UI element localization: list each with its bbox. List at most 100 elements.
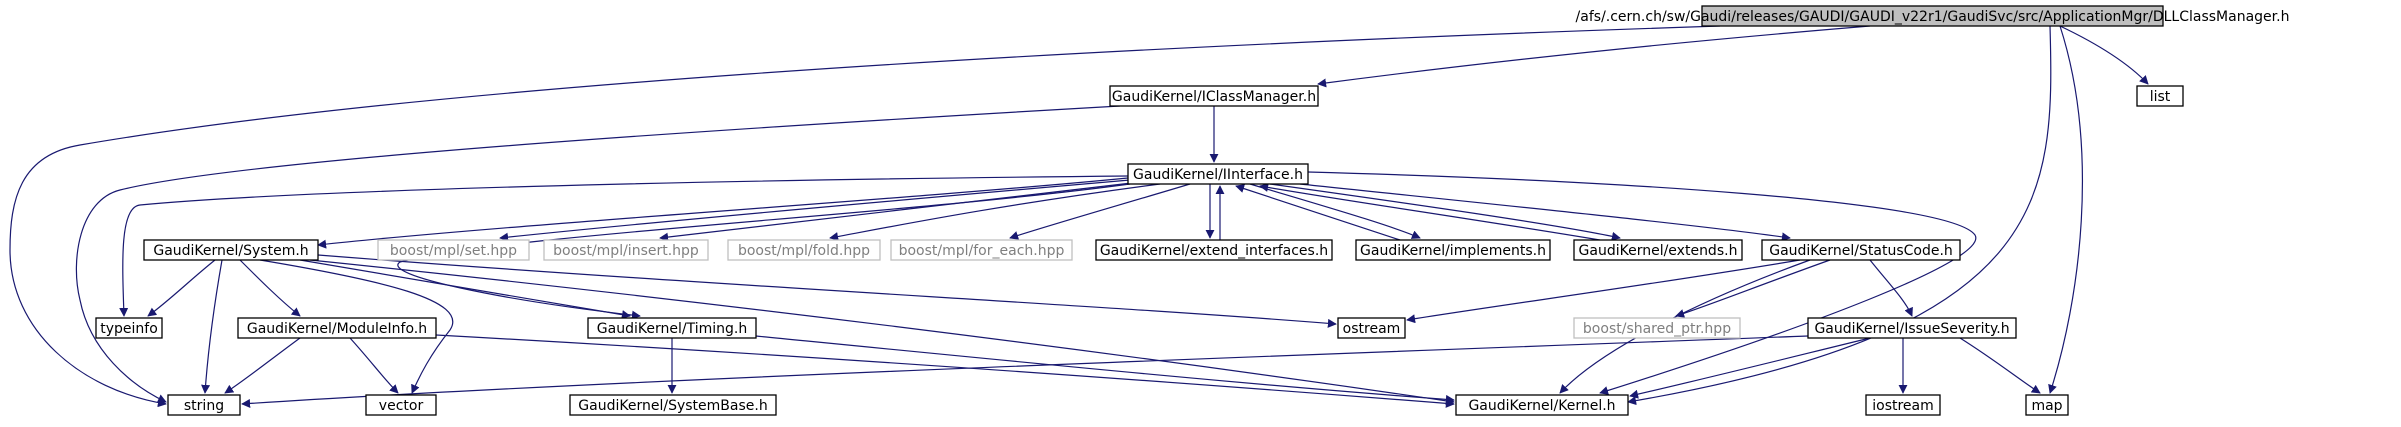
edge-implements-to-iinterface — [1235, 184, 1401, 241]
node-typeinfo[interactable]: typeinfo — [95, 317, 163, 339]
node-label-mpl_set: boost/mpl/set.hpp — [390, 243, 517, 259]
node-box-extend_interfaces — [1095, 239, 1333, 261]
node-label-mpl_fold: boost/mpl/fold.hpp — [738, 243, 870, 259]
node-label-vector: vector — [379, 398, 424, 414]
node-box-string — [167, 394, 241, 416]
node-label-map: map — [2031, 398, 2062, 414]
edge-root-to-kernel — [1627, 25, 2052, 406]
node-label-iostream: iostream — [1872, 398, 1934, 414]
edge-root-to-iclassmanager — [1317, 25, 1871, 88]
edge-issueseverity-to-string — [241, 335, 1809, 408]
edge-iinterface-to-mpl_for_each — [1009, 183, 1191, 240]
node-mpl_for_each: boost/mpl/for_each.hpp — [890, 239, 1073, 261]
node-label-shared_ptr: boost/shared_ptr.hpp — [1583, 321, 1731, 337]
dependency-edges — [9, 25, 2149, 408]
node-box-iostream — [1865, 394, 1941, 416]
node-implements[interactable]: GaudiKernel/implements.h — [1355, 239, 1551, 261]
node-box-systembase — [569, 394, 777, 416]
edge-system-to-moduleinfo — [239, 259, 301, 317]
edge-iclassmanager-to-string — [75, 105, 1121, 403]
node-label-string: string — [184, 398, 224, 414]
node-box-implements — [1355, 239, 1551, 261]
node-extends[interactable]: GaudiKernel/extends.h — [1573, 239, 1743, 261]
edge-statuscode-to-issueseverity — [1869, 259, 1913, 317]
node-iostream[interactable]: iostream — [1865, 394, 1941, 416]
node-iclassmanager[interactable]: GaudiKernel/IClassManager.h — [1109, 85, 1319, 107]
node-box-mpl_fold — [727, 239, 881, 261]
node-extend_interfaces[interactable]: GaudiKernel/extend_interfaces.h — [1095, 239, 1333, 261]
node-label-issueseverity: GaudiKernel/IssueSeverity.h — [1814, 321, 2009, 337]
node-label-statuscode: GaudiKernel/StatusCode.h — [1769, 243, 1953, 259]
node-label-system: GaudiKernel/System.h — [153, 243, 308, 259]
node-issueseverity[interactable]: GaudiKernel/IssueSeverity.h — [1807, 317, 2017, 339]
edge-timing-to-kernel — [755, 335, 1455, 404]
node-mpl_insert: boost/mpl/insert.hpp — [543, 239, 709, 261]
edge-iinterface-to-mpl_set — [499, 179, 1131, 242]
node-system[interactable]: GaudiKernel/System.h — [143, 239, 319, 261]
node-box-mpl_set — [377, 239, 530, 261]
node-box-iinterface — [1127, 163, 1309, 185]
node-systembase[interactable]: GaudiKernel/SystemBase.h — [569, 394, 777, 416]
edge-statuscode-to-shared_ptr — [1675, 259, 1831, 318]
node-timing[interactable]: GaudiKernel/Timing.h — [587, 317, 757, 339]
node-box-typeinfo — [95, 317, 163, 339]
node-box-vector — [365, 394, 437, 416]
node-label-kernel: GaudiKernel/Kernel.h — [1468, 398, 1615, 414]
node-map[interactable]: map — [2025, 394, 2069, 416]
edge-system-to-timing — [299, 259, 631, 320]
node-mpl_set: boost/mpl/set.hpp — [377, 239, 530, 261]
node-root[interactable]: /afs/.cern.ch/sw/Gaudi/releases/GAUDI/GA… — [1576, 5, 2290, 27]
node-label-timing: GaudiKernel/Timing.h — [597, 321, 747, 337]
node-box-timing — [587, 317, 757, 339]
edge-system-to-vector — [259, 259, 454, 394]
node-vector[interactable]: vector — [365, 394, 437, 416]
node-label-systembase: GaudiKernel/SystemBase.h — [578, 398, 767, 414]
edge-moduleinfo-to-string — [224, 337, 301, 394]
node-kernel[interactable]: GaudiKernel/Kernel.h — [1455, 394, 1629, 416]
node-box-list — [2136, 85, 2184, 107]
node-box-ostream — [1337, 317, 1406, 339]
node-label-typeinfo: typeinfo — [100, 321, 158, 337]
edge-extends-to-iinterface — [1259, 182, 1601, 241]
node-label-extends: GaudiKernel/extends.h — [1579, 243, 1738, 259]
node-ostream[interactable]: ostream — [1337, 317, 1406, 339]
node-box-statuscode — [1761, 239, 1961, 261]
node-string[interactable]: string — [167, 394, 241, 416]
edge-iinterface-to-statuscode — [1299, 183, 1791, 242]
node-box-mpl_for_each — [890, 239, 1073, 261]
node-box-mpl_insert — [543, 239, 709, 261]
node-label-mpl_insert: boost/mpl/insert.hpp — [553, 243, 699, 259]
node-list[interactable]: list — [2136, 85, 2184, 107]
node-moduleinfo[interactable]: GaudiKernel/ModuleInfo.h — [237, 317, 437, 339]
node-label-list: list — [2150, 89, 2171, 105]
node-box-iclassmanager — [1109, 85, 1319, 107]
node-label-root: /afs/.cern.ch/sw/Gaudi/releases/GAUDI/GA… — [1576, 9, 2290, 25]
node-mpl_fold: boost/mpl/fold.hpp — [727, 239, 881, 261]
node-label-iinterface: GaudiKernel/IInterface.h — [1133, 167, 1303, 183]
node-box-extends — [1573, 239, 1743, 261]
node-label-extend_interfaces: GaudiKernel/extend_interfaces.h — [1100, 243, 1328, 259]
edge-system-to-ostream — [317, 254, 1337, 328]
node-label-implements: GaudiKernel/implements.h — [1360, 243, 1546, 259]
node-box-kernel — [1455, 394, 1629, 416]
node-box-map — [2025, 394, 2069, 416]
node-statuscode[interactable]: GaudiKernel/StatusCode.h — [1761, 239, 1961, 261]
edge-root-to-string — [9, 25, 1721, 408]
node-shared_ptr: boost/shared_ptr.hpp — [1573, 317, 1741, 339]
node-box-root — [1701, 5, 2164, 27]
edge-iinterface-to-typeinfo — [119, 175, 1129, 317]
node-label-moduleinfo: GaudiKernel/ModuleInfo.h — [247, 321, 427, 337]
edge-statuscode-to-ostream — [1406, 259, 1801, 324]
node-iinterface[interactable]: GaudiKernel/IInterface.h — [1127, 163, 1309, 185]
edge-system-to-string — [201, 259, 223, 394]
edge-iinterface-to-system — [317, 177, 1129, 249]
node-box-system — [143, 239, 319, 261]
node-label-iclassmanager: GaudiKernel/IClassManager.h — [1112, 89, 1316, 105]
node-label-ostream: ostream — [1343, 321, 1401, 337]
node-box-moduleinfo — [237, 317, 437, 339]
edge-system-to-kernel — [309, 259, 1455, 406]
node-box-issueseverity — [1807, 317, 2017, 339]
edge-iinterface-to-kernel — [1307, 171, 1977, 395]
dependency-nodes: /afs/.cern.ch/sw/Gaudi/releases/GAUDI/GA… — [95, 5, 2290, 416]
